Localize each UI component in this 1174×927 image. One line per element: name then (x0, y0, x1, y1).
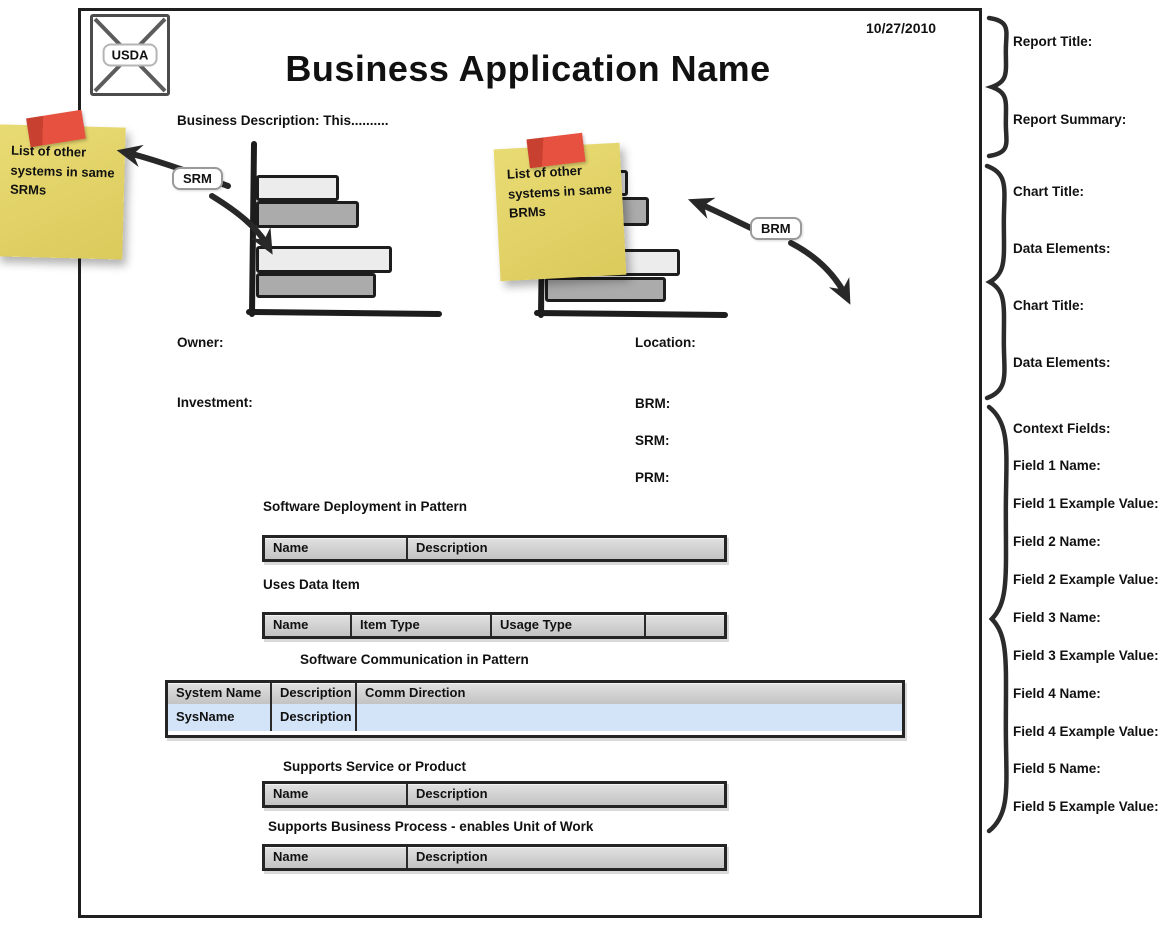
section-title-deployment: Software Deployment in Pattern (263, 499, 468, 514)
page-title: Business Application Name (285, 48, 771, 89)
chart-bar (256, 273, 376, 298)
column-header: Name (265, 615, 350, 636)
srm-tag: SRM (172, 167, 223, 190)
column-header: Description (406, 784, 724, 805)
chart-bar (256, 201, 359, 228)
column-header: Name (265, 784, 406, 805)
column-header: Name (265, 538, 406, 559)
column-header: Description (270, 683, 355, 704)
chart-bar (545, 277, 666, 302)
annotation-label: Report Summary: (1013, 112, 1127, 127)
chart-bar (256, 246, 392, 273)
annotation-label: Context Fields: (1013, 421, 1111, 436)
logo-label: USDA (102, 43, 158, 67)
column-header: Usage Type (490, 615, 644, 636)
column-header: Name (265, 847, 406, 868)
brm-label: BRM: (635, 396, 671, 411)
annotation-label: Data Elements: (1013, 241, 1111, 256)
column-header: System Name (168, 683, 270, 704)
srm-label: SRM: (635, 433, 670, 448)
brace-report (984, 15, 1009, 159)
brm-tag: BRM (750, 217, 802, 240)
location-label: Location: (635, 335, 696, 350)
section-title-dataitem: Uses Data Item (263, 577, 360, 592)
table-cell: Description (270, 704, 355, 731)
prm-label: PRM: (635, 470, 670, 485)
annotation-label: Field 3 Name: (1013, 610, 1101, 625)
report-date: 10/27/2010 (866, 20, 937, 36)
column-header: Comm Direction (355, 683, 902, 704)
annotation-label: Chart Title: (1013, 298, 1085, 313)
column-header: Description (406, 538, 724, 559)
section-title-comm: Software Communication in Pattern (300, 652, 529, 667)
annotation-label: Report Title: (1013, 34, 1093, 49)
annotation-label: Field 5 Example Value: (1013, 799, 1159, 814)
chart-bar (256, 175, 339, 201)
annotation-label: Field 3 Example Value: (1013, 648, 1159, 663)
annotation-label: Chart Title: (1013, 184, 1085, 199)
brace-context (986, 404, 1009, 834)
column-header (644, 615, 724, 636)
annotation-label: Field 4 Example Value: (1013, 724, 1159, 739)
investment-label: Investment: (177, 395, 253, 410)
brace-charts (984, 163, 1007, 401)
owner-label: Owner: (177, 335, 224, 350)
table-cell: SysName (168, 704, 270, 731)
section-title-process: Supports Business Process - enables Unit… (268, 819, 594, 834)
annotation-label: Field 1 Example Value: (1013, 496, 1159, 511)
sticky-note-srm: List of other systems in same SRMs (0, 124, 126, 260)
table-cell (355, 704, 902, 731)
business-description-label: Business Description: This.......... (177, 113, 389, 128)
annotation-label: Field 2 Example Value: (1013, 572, 1159, 587)
annotation-label: Data Elements: (1013, 355, 1111, 370)
annotation-label: Field 4 Name: (1013, 686, 1101, 701)
column-header: Item Type (350, 615, 490, 636)
logo-image-placeholder: USDA (90, 14, 170, 96)
annotation-label: Field 2 Name: (1013, 534, 1101, 549)
section-title-service: Supports Service or Product (283, 759, 467, 774)
annotation-label: Field 1 Name: (1013, 458, 1101, 473)
annotation-label: Field 5 Name: (1013, 761, 1101, 776)
column-header: Description (406, 847, 724, 868)
